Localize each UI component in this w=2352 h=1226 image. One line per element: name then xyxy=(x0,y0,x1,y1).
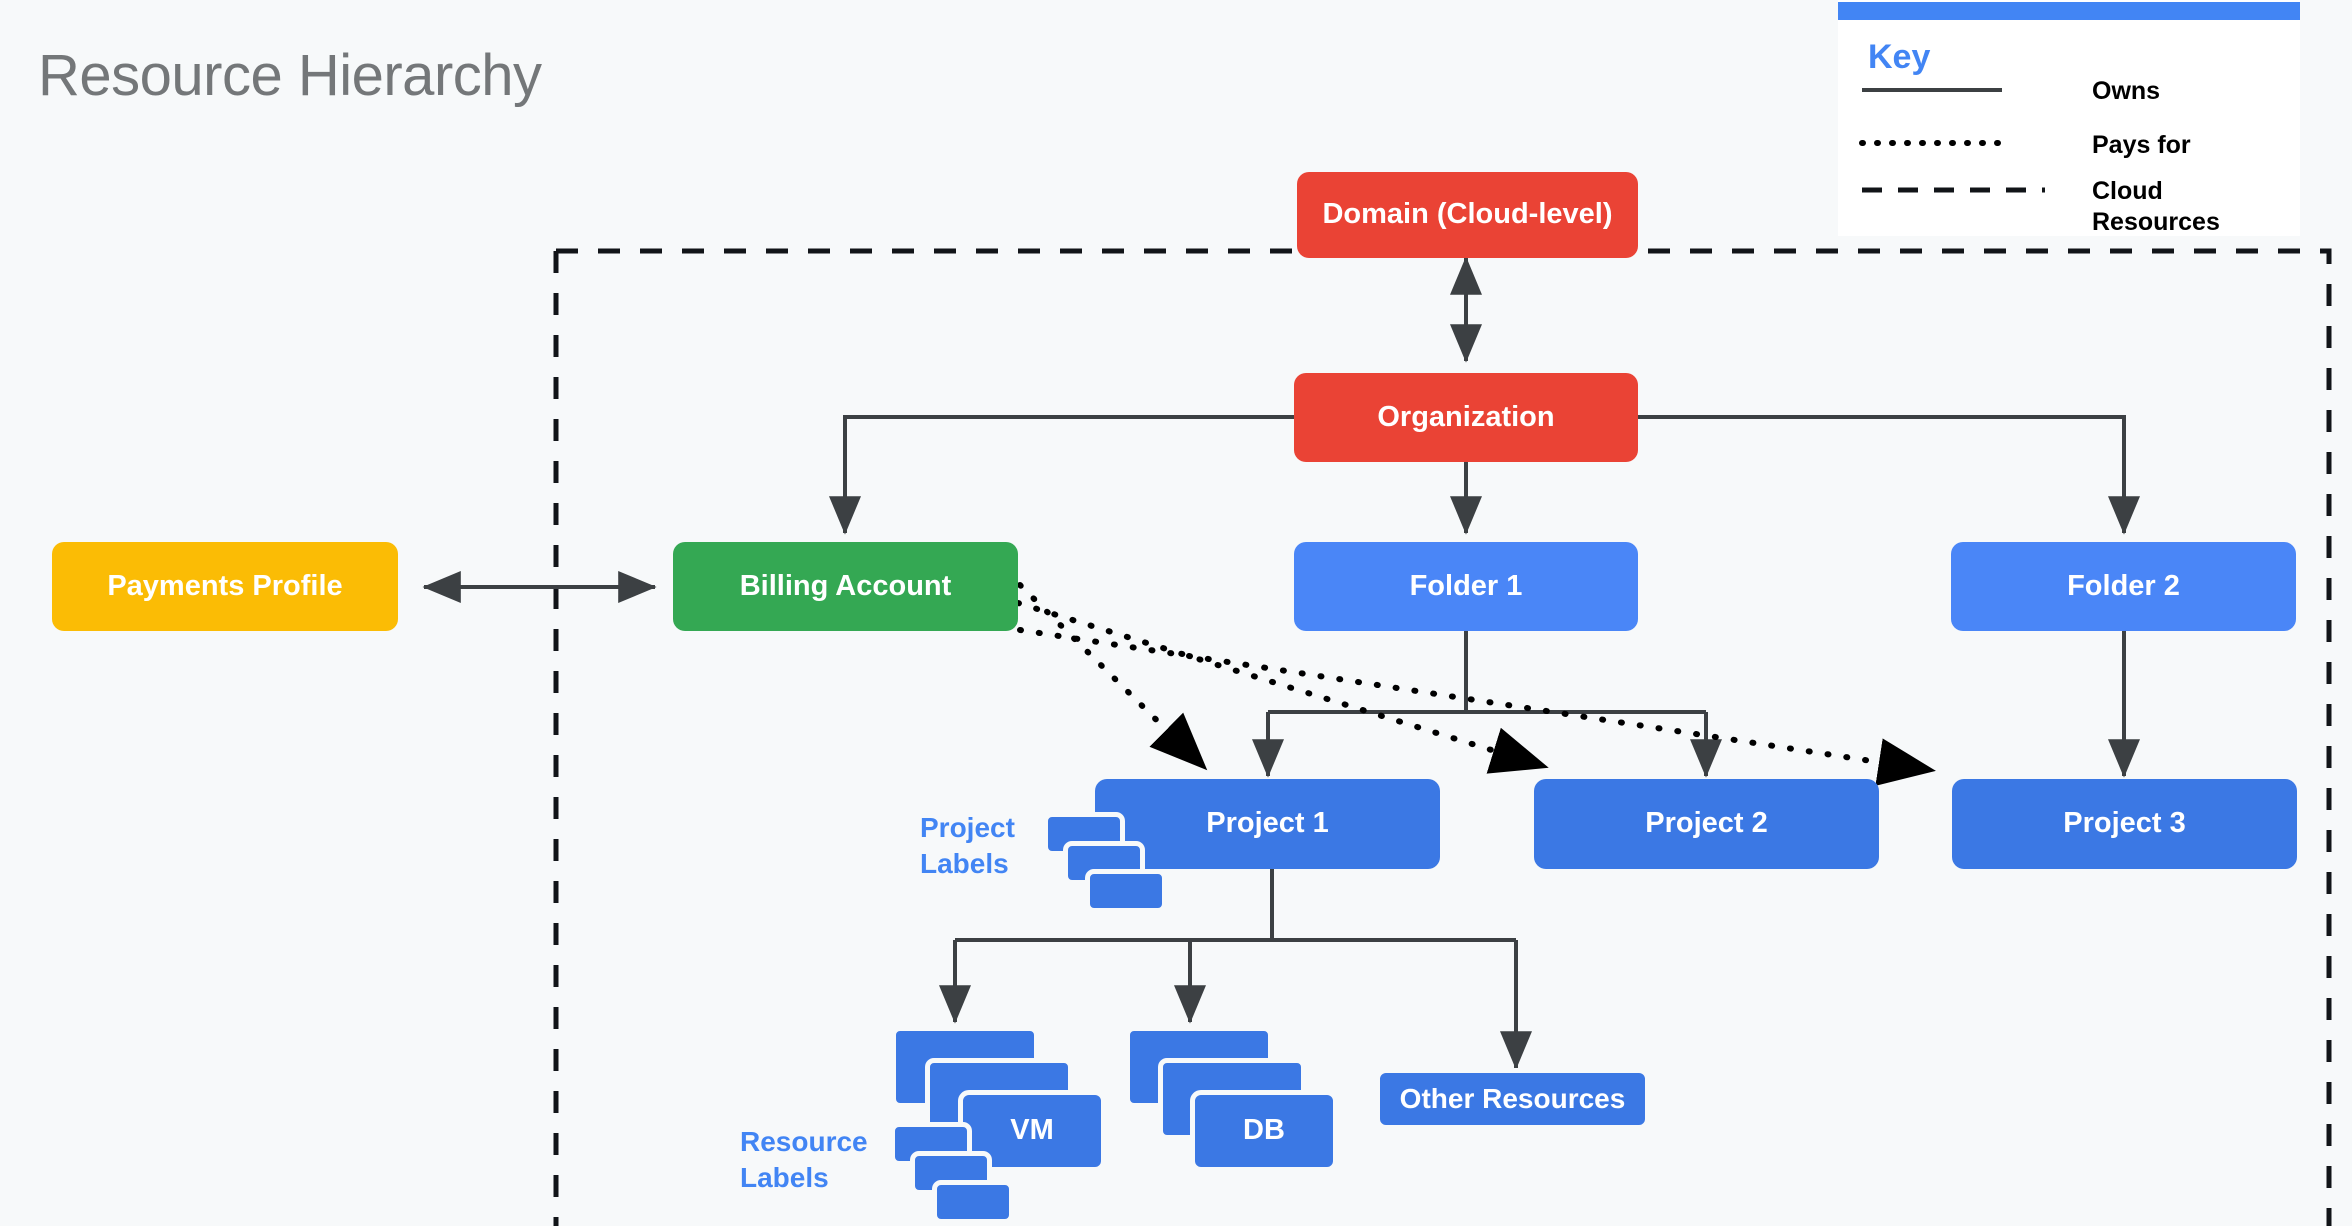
node-payments-profile[interactable]: Payments Profile xyxy=(52,542,398,631)
node-project-2[interactable]: Project 2 xyxy=(1534,779,1879,869)
node-project-1-label: Project 1 xyxy=(1206,807,1329,840)
node-domain-label: Domain (Cloud-level) xyxy=(1322,198,1613,231)
resource-labels-annotation: Resource Labels xyxy=(740,1124,920,1196)
key-label-cloud-resources: Cloud Resources xyxy=(2092,176,2262,237)
node-organization[interactable]: Organization xyxy=(1294,373,1638,462)
key-label-cloud-resources-line1: Cloud xyxy=(2092,177,2163,205)
edge-organization-folder2 xyxy=(1638,415,2140,535)
project-labels-line-1: Project xyxy=(920,812,1015,843)
key-label-owns: Owns xyxy=(2092,77,2161,105)
key-panel xyxy=(1838,0,2300,236)
node-folder-1[interactable]: Folder 1 xyxy=(1294,542,1638,631)
node-vm-label: VM xyxy=(1010,1114,1054,1147)
node-folder-1-label: Folder 1 xyxy=(1409,569,1523,602)
node-folder-2-label: Folder 2 xyxy=(2067,569,2180,602)
key-label-cloud-resources-line2: Resources xyxy=(2092,207,2220,236)
node-db-label: DB xyxy=(1243,1114,1285,1147)
node-project-2-label: Project 2 xyxy=(1645,807,1768,840)
resource-label-card-3 xyxy=(932,1180,1014,1224)
node-billing-account-label: Billing Account xyxy=(739,569,952,602)
project-label-card-3 xyxy=(1085,869,1167,913)
node-organization-label: Organization xyxy=(1377,400,1555,433)
node-project-1[interactable]: Project 1 xyxy=(1095,779,1440,869)
node-db[interactable]: DB xyxy=(1190,1090,1338,1172)
resource-labels-line-2: Labels xyxy=(740,1161,829,1193)
project-labels-line-2: Labels xyxy=(920,847,1009,879)
key-accent-bar xyxy=(1838,2,2300,20)
edge-organization-billing xyxy=(829,415,1294,535)
node-other-resources[interactable]: Other Resources xyxy=(1375,1068,1650,1130)
node-payments-profile-label: Payments Profile xyxy=(107,569,343,602)
node-billing-account[interactable]: Billing Account xyxy=(673,542,1018,631)
node-other-resources-label: Other Resources xyxy=(1399,1082,1626,1114)
page-title: Resource Hierarchy xyxy=(38,43,542,108)
node-folder-2[interactable]: Folder 2 xyxy=(1951,542,2296,631)
key-title: Key xyxy=(1868,38,1931,76)
edge-billing-project3-paysfor xyxy=(1017,627,1936,786)
cloud-resources-boundary xyxy=(556,248,2332,1226)
project-labels-annotation: Project Labels xyxy=(920,810,1070,882)
node-domain[interactable]: Domain (Cloud-level) xyxy=(1297,172,1638,258)
edge-billing-project2-paysfor xyxy=(1015,600,1549,774)
node-project-3-label: Project 3 xyxy=(2063,807,2186,840)
key-label-pays-for: Pays for xyxy=(2092,131,2191,159)
resource-labels-line-1: Resource xyxy=(740,1126,868,1157)
node-project-3[interactable]: Project 3 xyxy=(1952,779,2297,869)
